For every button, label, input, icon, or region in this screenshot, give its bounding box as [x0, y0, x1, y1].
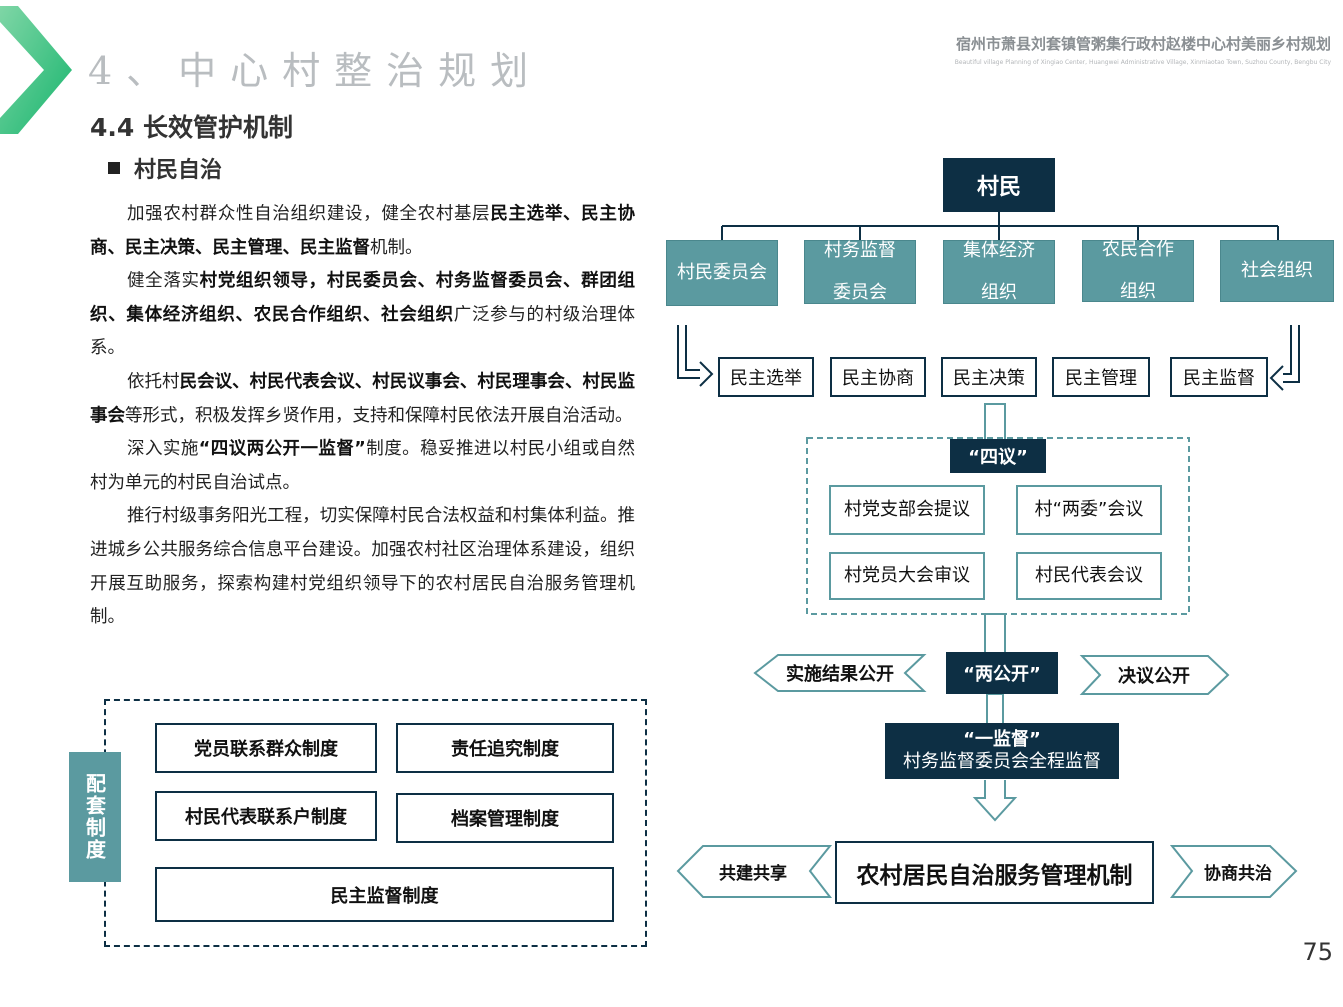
project-title: 宿州市萧县刘套镇管粥集行政村赵楼中心村美丽乡村规划	[955, 35, 1331, 53]
text-run: 依托村	[127, 371, 180, 392]
four-deliberations-title: “四议”	[950, 439, 1046, 473]
square-bullet-icon	[108, 162, 120, 174]
org-box: 社会组织	[1220, 240, 1334, 302]
system-box: 村民代表联系户制度	[155, 791, 377, 841]
text-run: 深入实施	[127, 439, 199, 460]
subsection-title: 4.4 长效管护机制	[90, 113, 293, 142]
paragraph: 推行村级事务阳光工程，切实保障村民合法权益和村集体利益。推进城乡公共服务综合信息…	[90, 500, 635, 634]
deliberation-box: 村党支部会提议	[829, 485, 985, 535]
bold-run: 村党组织领导，村民委员会、村务监督委员会、群团组织、集体经济组织、农民合作组织、…	[90, 271, 636, 325]
bold-run: 民主选举、民主协商、民主决策、民主管理、民主监督	[90, 204, 636, 258]
paragraph: 深入实施“四议两公开一监督”制度。稳妥推进以村民小组或自然村为单元的村民自治试点…	[90, 433, 635, 500]
section-title: 4、中心村整治规划	[88, 49, 543, 93]
bullet-heading-text: 村民自治	[134, 158, 223, 183]
org-label: 社会组织	[1241, 260, 1313, 281]
bold-run: 民会议、村民代表会议、村民议事会、村民理事会、村民监事会	[90, 371, 636, 426]
co-build-share-label: 共建共享	[719, 864, 787, 884]
villagers-node: 村民	[943, 158, 1055, 212]
paragraph: 加强农村群众性自治组织建设，健全农村基层民主选举、民主协商、民主决策、民主管理、…	[90, 198, 635, 265]
org-label: 村民委员会	[677, 262, 767, 283]
project-title-en: Beautiful village Planning of Xingiao Ce…	[954, 59, 1331, 66]
two-publics-title: “两公开”	[946, 652, 1058, 694]
text-run: 等形式，积极发挥乡贤作用，支持和保障村民依法开展自治活动。	[125, 405, 633, 426]
system-box: 党员联系群众制度	[155, 723, 377, 773]
text-run: 推行村级事务阳光工程，切实保障村民合法权益和村集体利益。推进城乡公共服务综合信息…	[90, 506, 635, 628]
deliberation-box: 村“两委”会议	[1016, 485, 1162, 535]
bold-run: “四议两公开一监督”	[198, 439, 366, 460]
system-box: 档案管理制度	[396, 793, 614, 843]
org-label: 农民合作	[1102, 239, 1174, 260]
paragraph: 健全落实村党组织领导，村民委员会、村务监督委员会、群团组织、集体经济组织、农民合…	[90, 265, 635, 366]
org-box: 村务监督委员会	[804, 240, 916, 304]
text-run: 制度。稳妥推进以村民小组或自然村为单元的村民自治试点。	[90, 439, 635, 493]
consult-co-govern-label: 协商共治	[1204, 864, 1272, 884]
system-box: 责任追究制度	[396, 723, 614, 773]
text-run: 健全落实	[127, 271, 200, 292]
democratic-item: 民主管理	[1052, 357, 1150, 397]
org-box: 集体经济组织	[943, 240, 1055, 304]
result-mechanism-box: 农村居民自治服务管理机制	[835, 841, 1154, 904]
support-systems-label: 配套制度	[69, 752, 121, 882]
one-supervision-title: “一监督”	[963, 729, 1041, 750]
paragraph: 依托村民会议、村民代表会议、村民议事会、村民理事会、村民监事会等形式，积极发挥乡…	[90, 366, 635, 433]
org-label: 委员会	[833, 282, 887, 303]
democratic-item: 民主协商	[830, 357, 926, 397]
deliberation-box: 村党员大会审议	[829, 552, 985, 600]
democratic-item: 民主决策	[941, 357, 1037, 397]
org-label: 组织	[1120, 281, 1156, 302]
body-text: 加强农村群众性自治组织建设，健全农村基层民主选举、民主协商、民主决策、民主管理、…	[90, 198, 635, 635]
text-run: 机制。	[370, 237, 423, 258]
system-box: 民主监督制度	[155, 867, 614, 922]
one-supervision-box: “一监督” 村务监督委员会全程监督	[885, 723, 1119, 779]
democratic-item: 民主选举	[718, 357, 814, 397]
results-public-label: 实施结果公开	[786, 664, 894, 685]
org-label: 村务监督	[824, 240, 896, 261]
org-box: 农民合作组织	[1082, 239, 1194, 302]
page-number: 75	[1302, 938, 1333, 966]
text-run: 广泛参与的村级治理体系。	[90, 304, 636, 359]
bullet-heading: 村民自治	[108, 152, 222, 184]
org-label: 集体经济	[963, 240, 1035, 261]
democratic-item: 民主监督	[1170, 357, 1268, 397]
text-run: 加强农村群众性自治组织建设，健全农村基层	[127, 204, 491, 224]
deliberation-box: 村民代表会议	[1016, 552, 1162, 600]
one-supervision-subtitle: 村务监督委员会全程监督	[903, 751, 1101, 772]
org-label: 组织	[981, 282, 1017, 303]
resolution-public-label: 决议公开	[1118, 666, 1190, 687]
org-box: 村民委员会	[666, 240, 778, 306]
chevron-logo-icon	[0, 6, 72, 134]
